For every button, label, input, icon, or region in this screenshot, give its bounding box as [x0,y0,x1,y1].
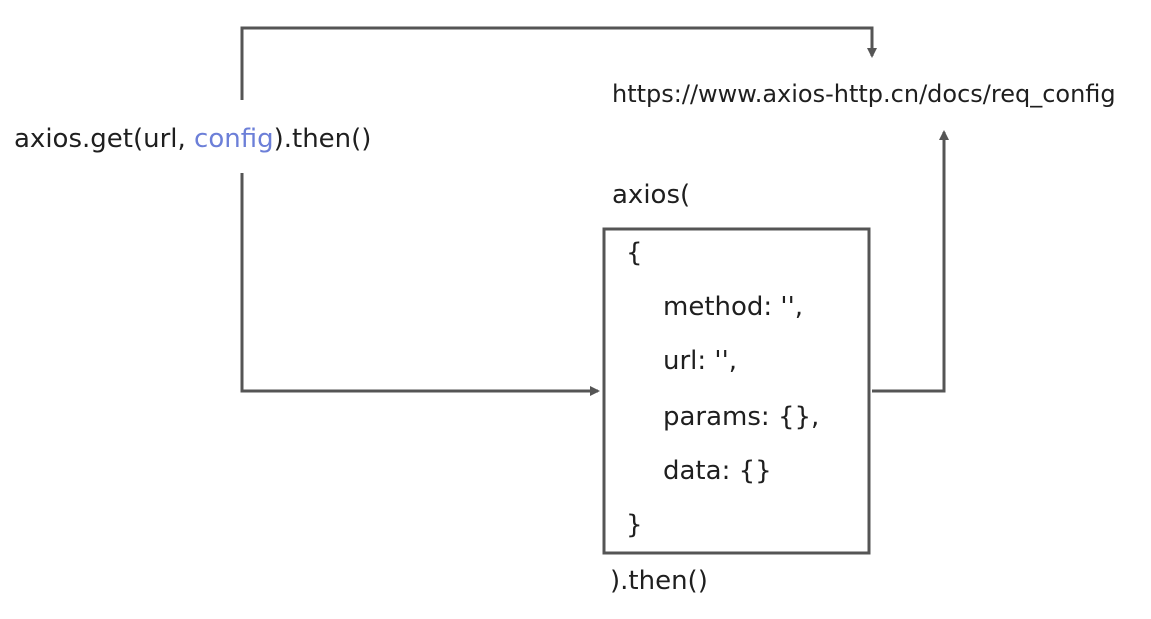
call-prefix: axios.get(url, [14,124,195,154]
config-line: params: {}, [663,402,820,432]
docs-url: https://www.axios-http.cn/docs/req_confi… [612,80,1116,108]
arrow-call-to-box [240,173,600,396]
config-box [602,227,871,555]
arrow-box-to-url [872,130,949,393]
config-line: { [626,238,643,268]
axios-open: axios( [612,180,691,210]
arrow-call-to-url [240,26,877,100]
config-line: url: '', [663,346,737,376]
call-suffix: ).then() [273,124,372,154]
config-line: method: '', [663,292,803,322]
config-line: } [626,510,643,540]
config-line: data: {} [663,456,772,486]
axios-get-call: axios.get(url, config).then() [14,126,371,152]
config-highlight: config [194,124,274,154]
axios-close: ).then() [610,566,708,596]
